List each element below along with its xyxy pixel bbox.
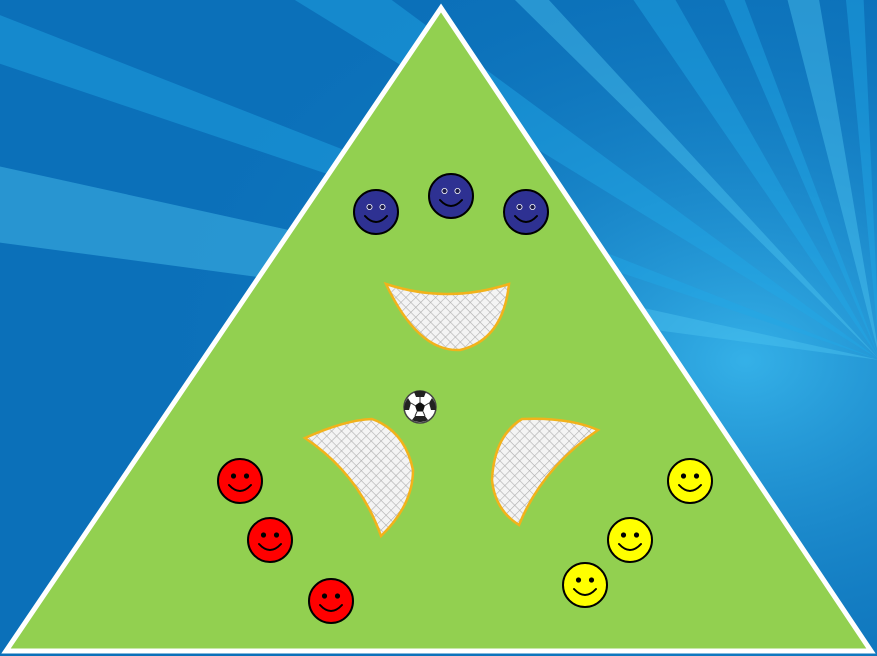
smiley-face-icon [429,174,473,218]
left-eye [322,593,327,598]
soccer-ball-icon [404,391,436,424]
smiley-face-icon [218,459,262,503]
right-eye [455,188,460,193]
smiley-face-icon [563,563,607,607]
ball-patch-top [414,391,426,398]
left-eye [681,473,686,478]
smiley-face-icon [608,518,652,562]
player-blue-2 [429,174,473,218]
player-red-3 [309,579,353,623]
smiley-face-icon [504,190,548,234]
player-blue-3 [504,190,548,234]
player-yellow-3 [563,563,607,607]
right-eye [244,473,249,478]
right-eye [634,532,639,537]
smiley-face-icon [248,518,292,562]
right-eye [274,532,279,537]
left-eye [621,532,626,537]
right-eye [589,577,594,582]
smiley-face-icon [354,190,398,234]
left-eye [442,188,447,193]
player-yellow-2 [608,518,652,562]
player-red-2 [248,518,292,562]
player-yellow-1 [668,459,712,503]
player-red-1 [218,459,262,503]
smiley-face-icon [309,579,353,623]
left-eye [367,204,372,209]
smiley-face-icon [668,459,712,503]
right-eye [335,593,340,598]
left-eye [231,473,236,478]
right-eye [694,473,699,478]
left-eye [576,577,581,582]
right-eye [530,204,535,209]
left-eye [517,204,522,209]
player-blue-1 [354,190,398,234]
right-eye [380,204,385,209]
left-eye [261,532,266,537]
